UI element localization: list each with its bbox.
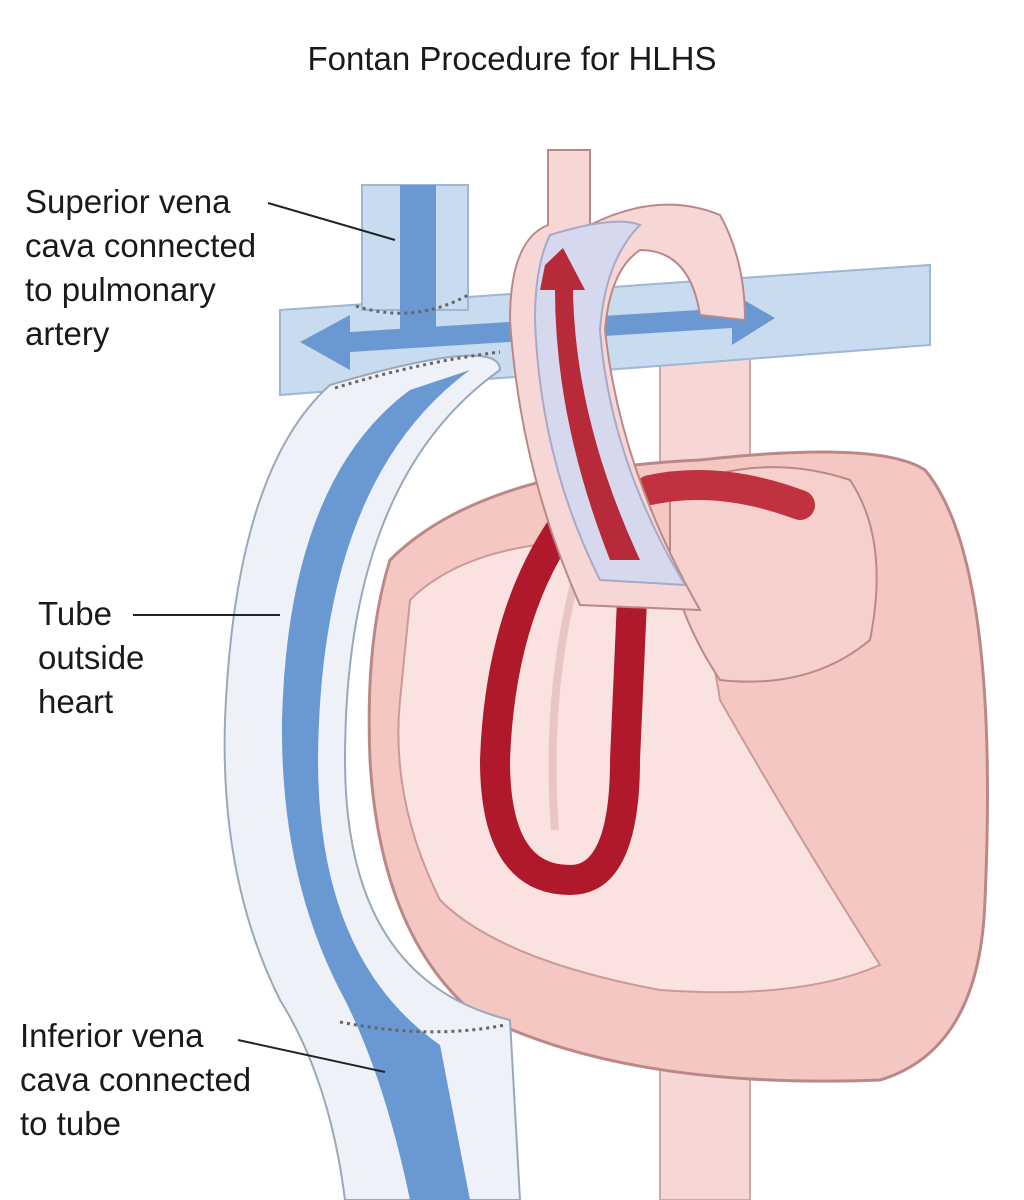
tube-flow-band — [281, 370, 470, 1200]
tube-label-line-1: Tube — [38, 595, 112, 632]
extracardiac-tube — [223, 354, 522, 1200]
svc-label-line-2: cava connected — [25, 227, 257, 264]
svc-label: Superior vena cava connected to pulmonar… — [25, 180, 256, 356]
tube-top-suture — [334, 350, 501, 390]
tube-label: Tube outside heart — [38, 592, 144, 724]
svc-label-line-4: artery — [25, 315, 110, 352]
svc-label-line-1: Superior vena — [25, 183, 231, 220]
aorta-flow-arrow — [540, 248, 640, 560]
heart-inner-line — [548, 579, 579, 831]
svc-leader-line — [267, 202, 396, 241]
ivc-label-line-2: cava connected — [20, 1061, 252, 1098]
ivc-label-line-1: Inferior vena — [20, 1017, 204, 1054]
tube-label-line-3: heart — [38, 683, 114, 720]
tube-label-line-2: outside — [38, 639, 145, 676]
svc-suture — [355, 292, 471, 315]
coronary-flow — [635, 470, 815, 520]
right-atrium — [669, 466, 878, 683]
ivc-label-line-3: to tube — [20, 1105, 121, 1142]
tube-bottom-suture — [339, 1020, 506, 1034]
ivc-leader-line — [237, 1039, 386, 1073]
diagram-title: Fontan Procedure for HLHS — [307, 40, 717, 77]
ivc-label: Inferior vena cava connected to tube — [20, 1014, 251, 1146]
svc-label-line-3: to pulmonary — [25, 271, 216, 308]
heart-blood-loop — [479, 515, 647, 896]
svc-flow-band — [400, 185, 436, 330]
